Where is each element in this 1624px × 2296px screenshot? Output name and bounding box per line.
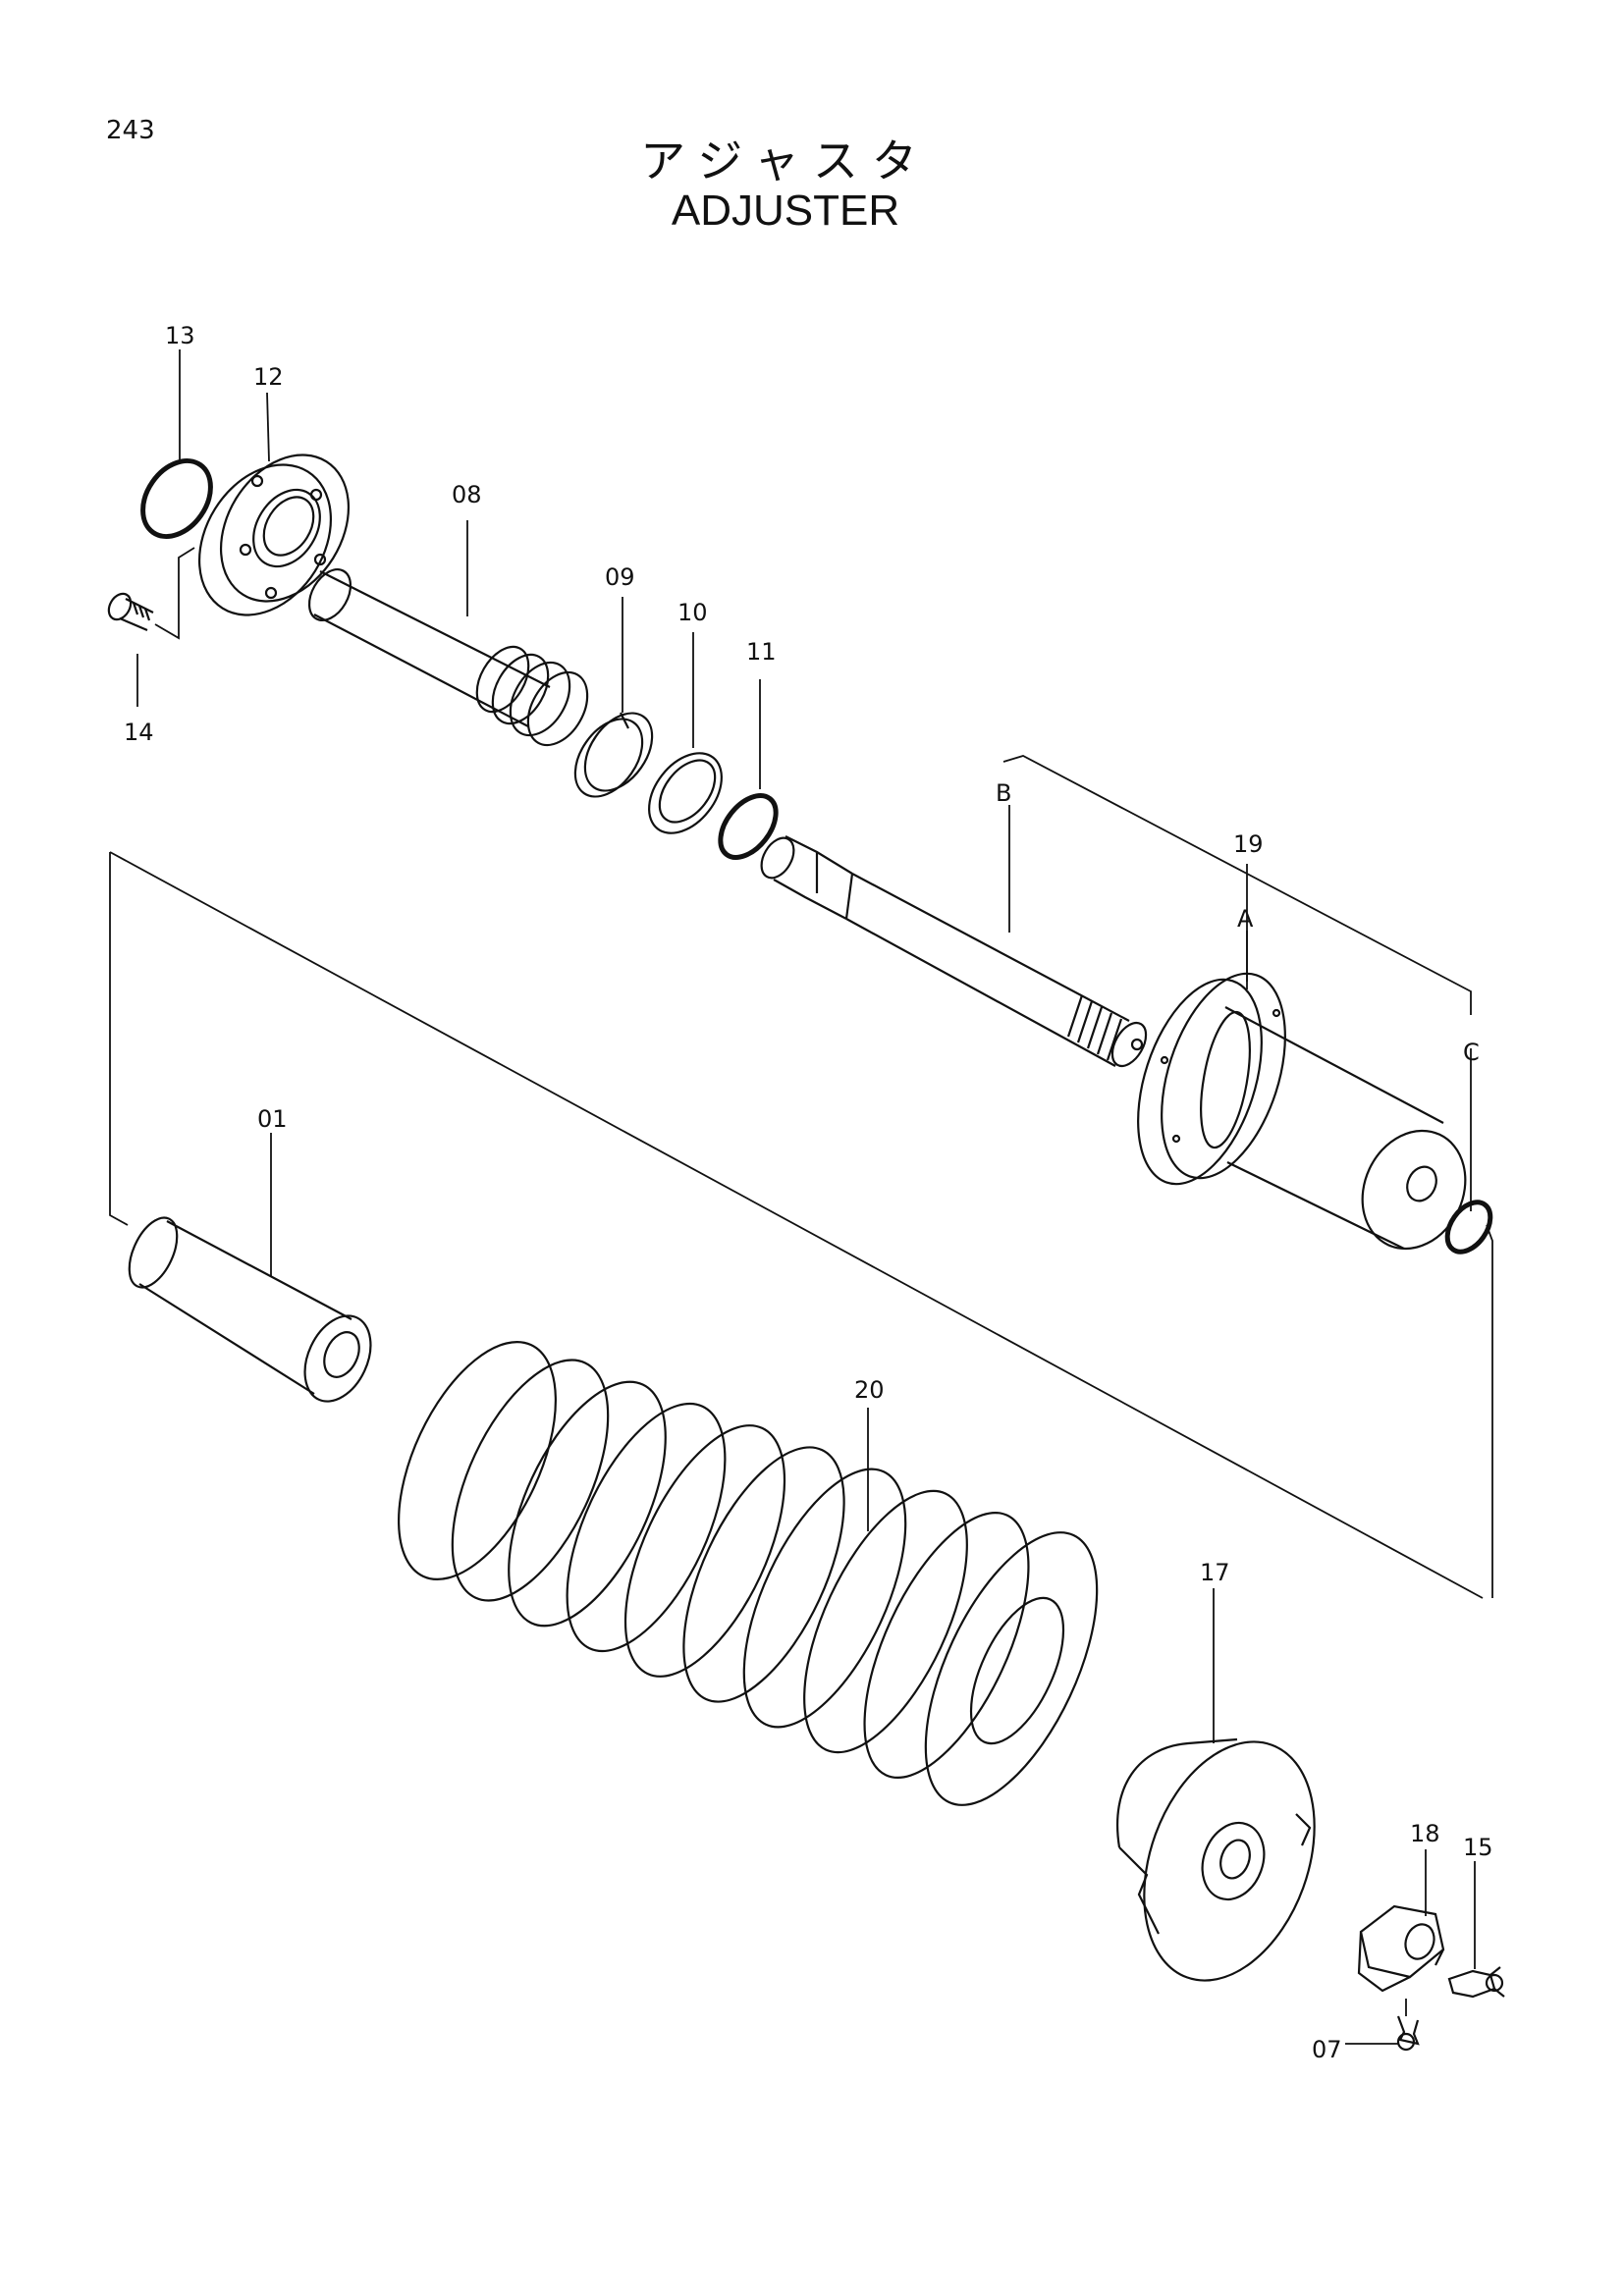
label-18: 18 [1410,1820,1440,1847]
part-c-snap-ring [1444,1200,1493,1255]
part-10-seal [648,752,723,834]
part-08-cylinder [307,568,589,747]
label-17: 17 [1200,1559,1230,1586]
label-01: 01 [257,1105,288,1133]
label-07: 07 [1312,2036,1342,2063]
label-09: 09 [605,563,635,591]
label-14: 14 [124,719,154,746]
assembly-frame-01-c [109,851,1493,1599]
assembly-frame-b-c [1002,755,1472,1211]
label-12: 12 [253,363,284,391]
part-18-nut [1357,1904,1445,1993]
part-17-seat [1116,1737,1316,1982]
part-b-rod [760,835,1148,1068]
part-19-flanged-cylinder [1137,972,1467,1251]
title-japanese: アジャスタ [640,134,931,187]
label-a: A [1237,905,1254,933]
part-13-o-ring [140,458,213,539]
part-09-ring [573,712,654,798]
label-20: 20 [854,1376,885,1404]
part-01-bushing [128,1216,372,1403]
label-08: 08 [452,481,482,508]
label-11: 11 [746,638,777,666]
label-13: 13 [165,322,195,349]
label-b: B [996,779,1011,807]
part-20-spring [398,1341,1099,1806]
title-english: ADJUSTER [671,187,900,235]
part-14-reference-line [154,547,195,640]
page-number: 243 [106,116,155,145]
label-19: 19 [1233,830,1264,858]
part-labels: 13 12 08 09 10 11 14 B 19 A C 01 20 17 1… [124,322,1493,2063]
part-15-grease-fitting [1447,1966,1505,1999]
label-10: 10 [677,599,708,626]
part-11-snap-ring [718,793,779,860]
leader-lines [136,349,1476,2045]
part-07-plug [1396,2015,1420,2052]
label-15: 15 [1463,1834,1493,1861]
label-c: C [1463,1039,1480,1066]
part-12-flange [197,454,351,616]
part-14-bolt [107,592,154,632]
